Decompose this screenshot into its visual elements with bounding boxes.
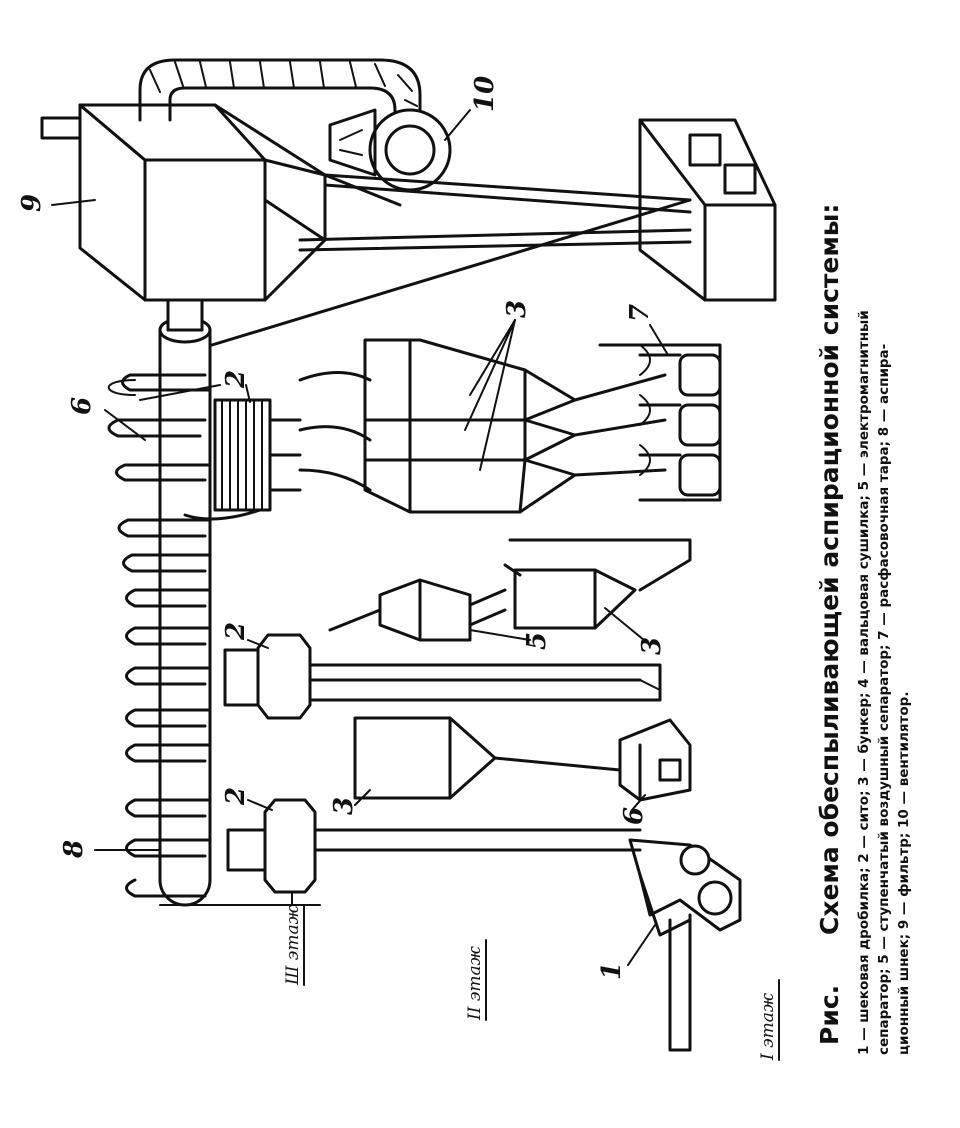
jaw-crusher <box>628 838 742 1052</box>
callout-5: 5 <box>522 632 552 650</box>
aspiration-screw <box>158 290 212 907</box>
svg-text:II этаж: II этаж <box>465 945 485 1021</box>
callout-7: 7 <box>625 304 655 322</box>
screw-spiral-loops <box>107 373 221 898</box>
svg-text:3: 3 <box>502 300 532 318</box>
svg-text:9: 9 <box>17 194 47 212</box>
floor-label-2: II этаж <box>465 939 487 1021</box>
legend-line-2: сепаратор; 5 — ступенчатый воздушный сеп… <box>876 344 892 1055</box>
svg-text:I этаж: I этаж <box>758 992 778 1061</box>
bunker-lower <box>353 716 622 800</box>
callout-9: 9 <box>17 194 47 212</box>
legend-line-1: 1 — шековая дробилка; 2 — сито; 3 — бунк… <box>856 310 872 1055</box>
callout-10: 10 <box>470 76 500 112</box>
callout-6a: 6 <box>67 397 97 415</box>
callout-1: 1 <box>597 962 627 980</box>
callout-3a: 3 <box>502 300 532 318</box>
bunker-middle <box>503 538 692 630</box>
figure-label: Рис. <box>815 985 844 1045</box>
callout-2b: 2 <box>221 622 251 641</box>
callout-3b: 3 <box>637 637 667 655</box>
svg-text:2: 2 <box>221 622 251 641</box>
callout-2a: 2 <box>221 370 251 389</box>
triple-bunkers <box>298 338 667 514</box>
sieve-middle <box>223 633 662 720</box>
separator-middle <box>328 578 507 642</box>
sieve-lower <box>226 798 642 894</box>
legend-line-3: ционный шнек; 9 — фильтр; 10 — вентилято… <box>896 692 912 1055</box>
svg-text:5: 5 <box>522 632 552 650</box>
svg-text:7: 7 <box>625 304 655 322</box>
svg-text:2: 2 <box>221 370 251 389</box>
filter-unit <box>40 103 327 302</box>
callout-6b: 6 <box>619 807 649 825</box>
figure-title: Схема обеспыливающей аспирационной систе… <box>815 204 844 935</box>
packaging-hopper-top <box>638 118 777 302</box>
caption: Рис. Схема обеспыливающей аспирационной … <box>815 204 912 1055</box>
fan-and-duct <box>138 58 452 192</box>
drum-dryer <box>618 718 692 802</box>
svg-text:Ш этаж: Ш этаж <box>283 904 303 986</box>
svg-text:3: 3 <box>329 797 359 815</box>
svg-text:3: 3 <box>637 637 667 655</box>
return-ducts <box>210 173 692 347</box>
callout-2c: 2 <box>221 787 251 806</box>
floor-label-3: Ш этаж <box>283 904 305 986</box>
svg-text:10: 10 <box>470 76 500 112</box>
callouts: 8 9 10 6 2 3 7 2 5 3 3 6 2 1 <box>17 76 669 980</box>
floor-label-1: I этаж <box>758 979 780 1061</box>
callout-8: 8 <box>59 840 89 859</box>
callout-3c: 3 <box>329 797 359 815</box>
packaging-containers <box>598 343 722 502</box>
svg-text:6: 6 <box>619 807 649 825</box>
svg-text:1: 1 <box>597 962 627 980</box>
svg-text:8: 8 <box>59 840 89 859</box>
svg-text:2: 2 <box>221 787 251 806</box>
svg-text:6: 6 <box>67 397 97 415</box>
sieve-top <box>183 398 302 521</box>
